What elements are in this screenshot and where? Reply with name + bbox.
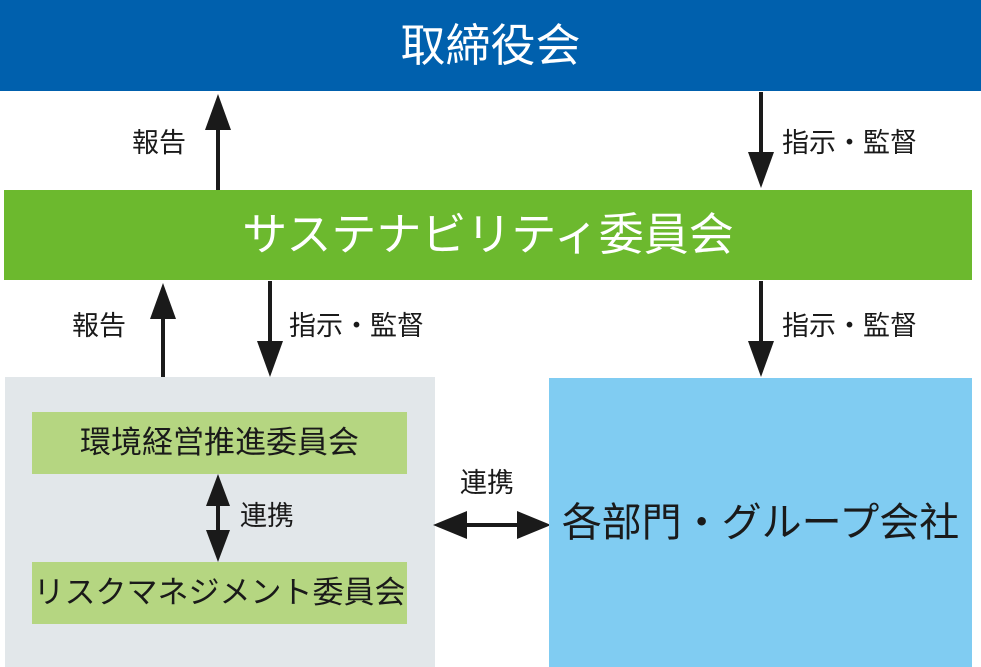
arrow-label-instruct-to-committee: 指示・監督 [782, 128, 917, 158]
node-departments-group-companies: 各部門・グループ会社 [549, 378, 972, 667]
node-risk-management-committee-label: リスクマネジメント委員会 [33, 574, 406, 610]
arrow-instruct-to-departments [747, 281, 775, 379]
node-departments-group-companies-label: 各部門・グループ会社 [561, 500, 960, 545]
arrow-label-report-to-committee: 報告 [72, 311, 126, 341]
arrow-coordination-vertical [204, 474, 232, 562]
arrow-report-to-committee [149, 281, 177, 379]
arrow-instruct-to-subcommittees [256, 281, 284, 379]
node-risk-management-committee: リスクマネジメント委員会 [32, 562, 407, 624]
node-board-of-directors-label: 取締役会 [400, 19, 581, 71]
arrow-label-instruct-to-subcommittees: 指示・監督 [289, 311, 424, 341]
arrow-label-report-to-board: 報告 [132, 128, 186, 158]
node-sustainability-committee-label: サステナビリティ委員会 [242, 209, 734, 261]
arrow-report-to-board [204, 92, 232, 190]
arrow-label-instruct-to-departments: 指示・監督 [782, 311, 917, 341]
node-environmental-committee-label: 環境経営推進委員会 [80, 424, 359, 460]
arrow-label-coordination-horizontal: 連携 [460, 468, 514, 498]
arrow-coordination-horizontal [433, 508, 551, 542]
arrow-instruct-to-committee [747, 92, 775, 190]
node-sustainability-committee: サステナビリティ委員会 [4, 190, 972, 280]
node-board-of-directors: 取締役会 [0, 0, 981, 91]
arrow-label-coordination-vertical: 連携 [240, 501, 294, 531]
node-environmental-committee: 環境経営推進委員会 [32, 412, 407, 474]
